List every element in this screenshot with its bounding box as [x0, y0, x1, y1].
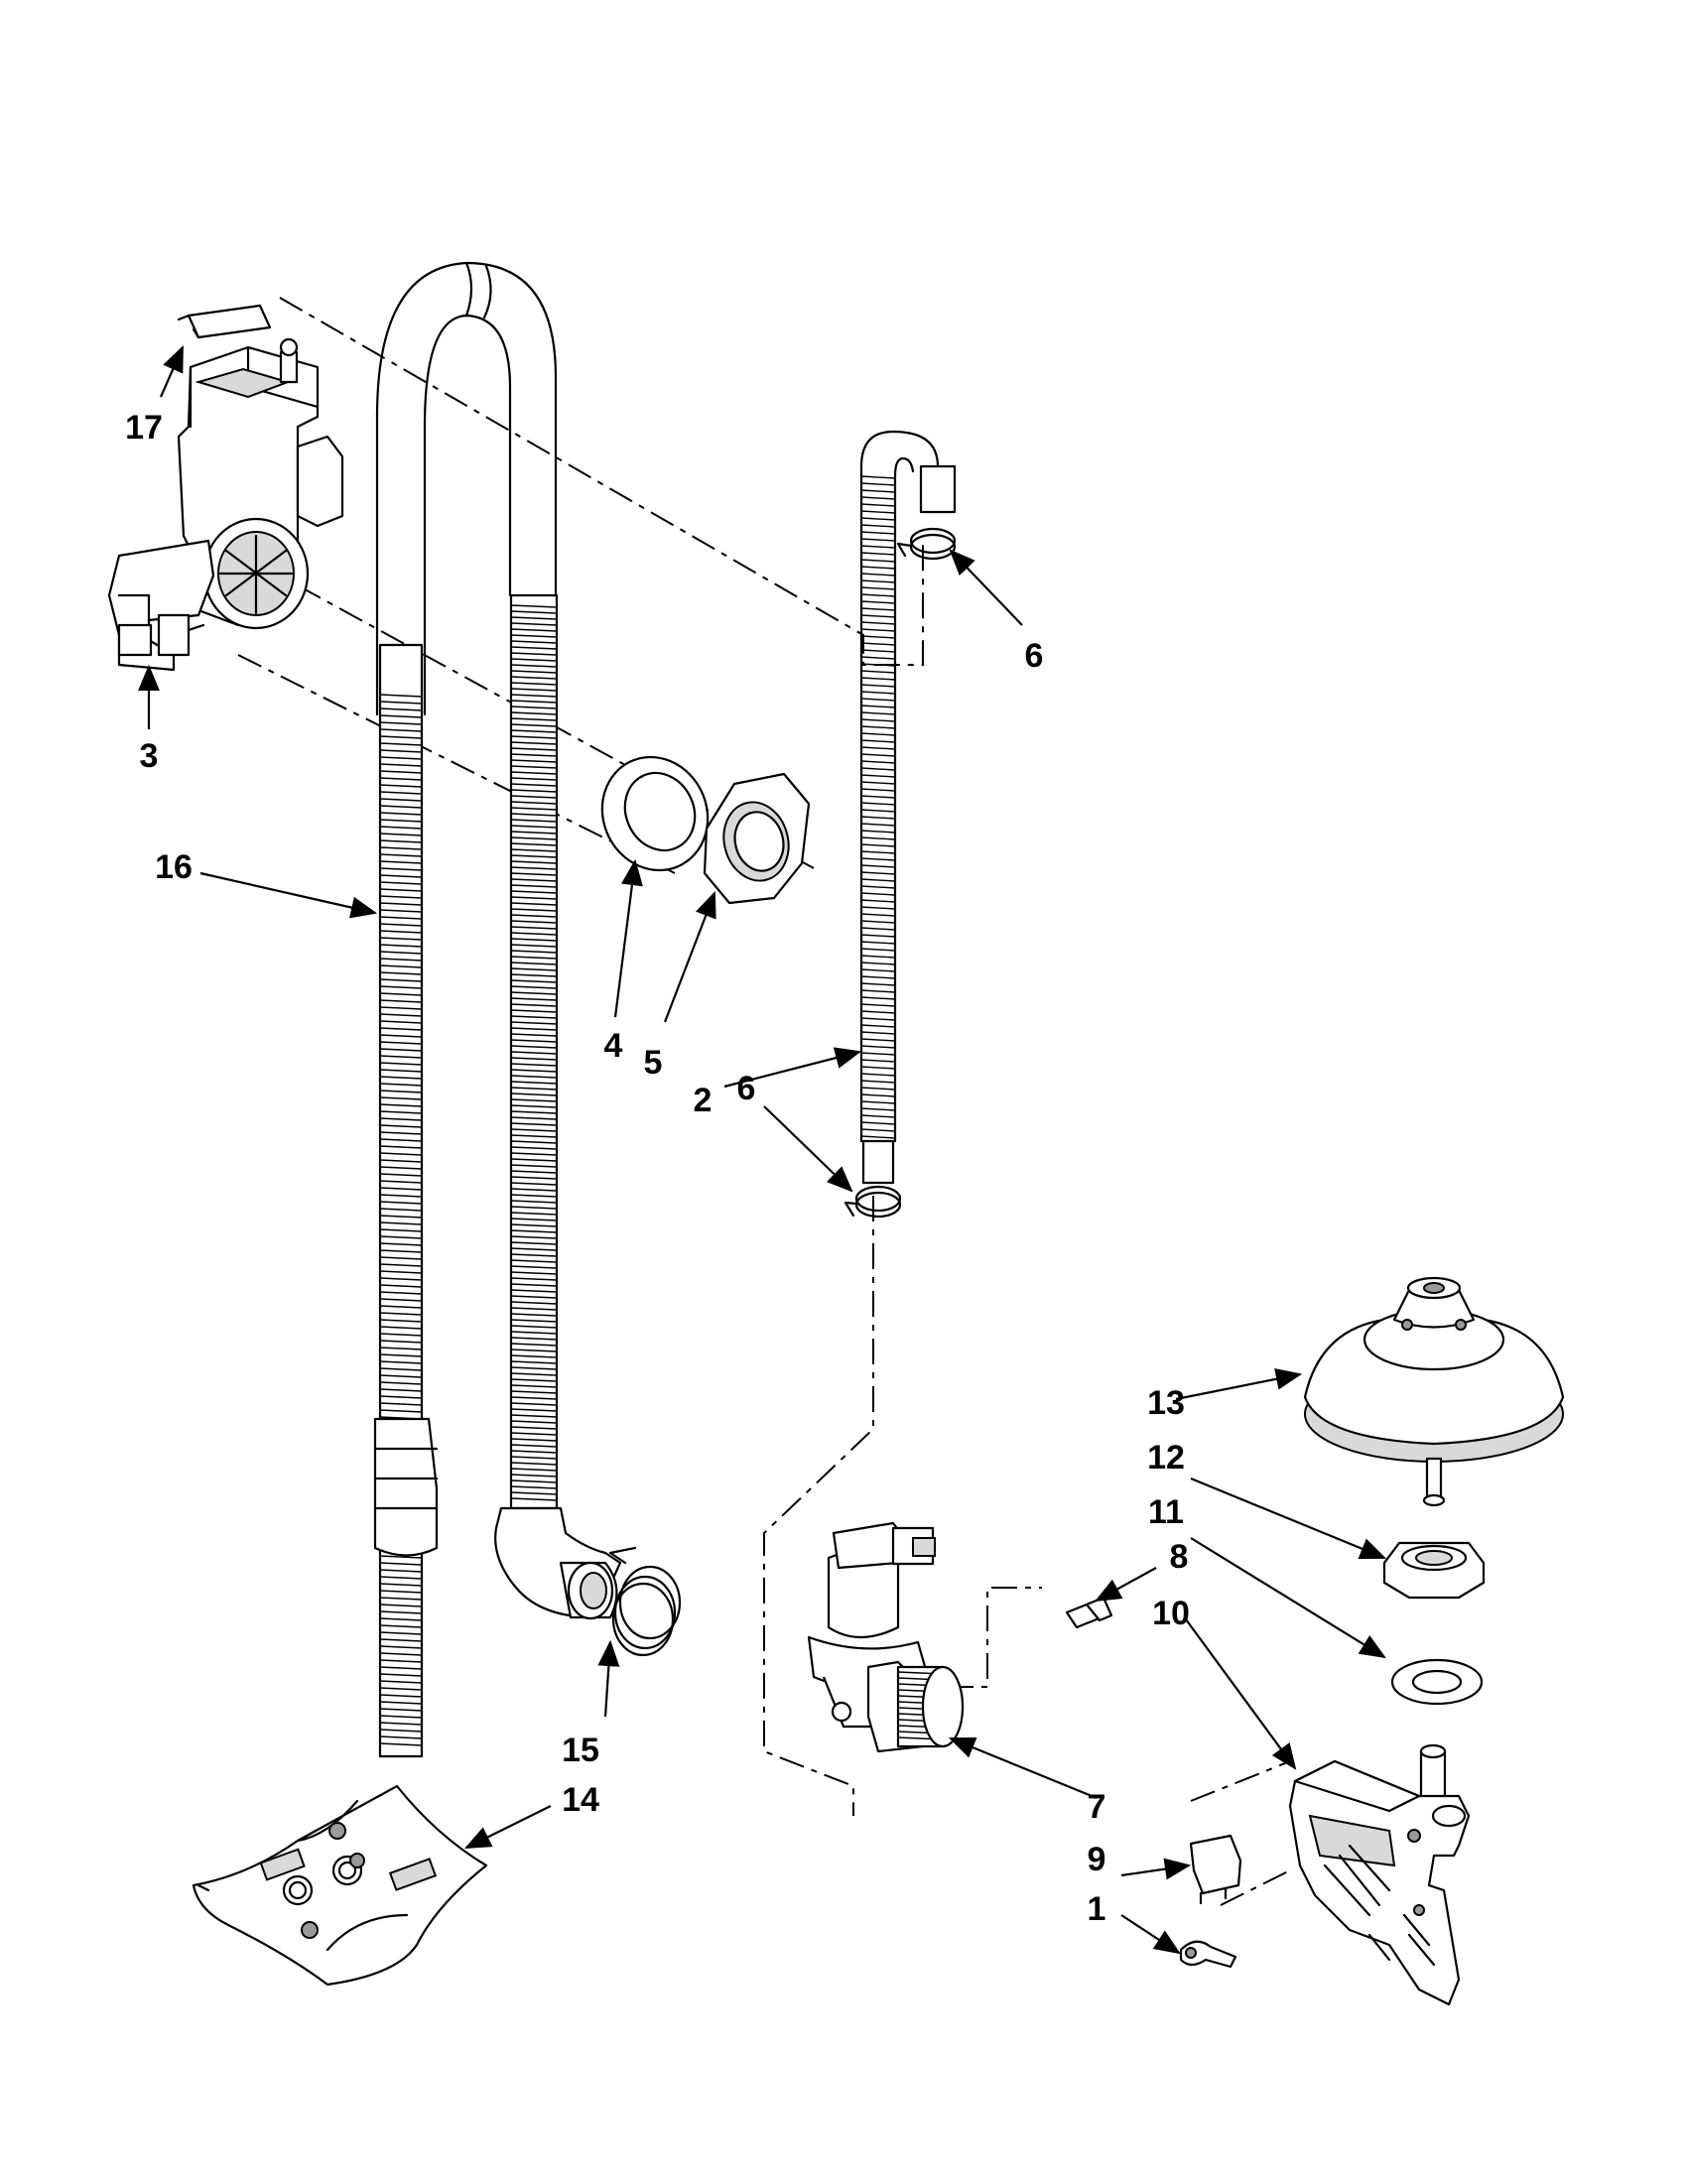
fill-hose-ribs: [860, 475, 896, 1139]
part-12-nut: [1382, 1541, 1486, 1600]
callout-16: 16: [155, 848, 193, 886]
callout-3: 3: [140, 737, 159, 775]
part-8-screw: [1065, 1596, 1113, 1629]
callout-8: 8: [1170, 1538, 1189, 1576]
callout-17: 17: [125, 409, 163, 447]
part-3-vent-housing: [107, 337, 344, 672]
part-9-switch: [1189, 1834, 1242, 1905]
part-6-clamp-bottom: [844, 1185, 902, 1219]
part-1-lever: [1179, 1940, 1237, 1969]
callout-14: 14: [562, 1781, 599, 1819]
callout-labels: 17 3 16 4 5 2 6 6 13 12 11 8 10 7 9 1 15…: [125, 409, 1190, 1928]
part-5-nut: [703, 772, 811, 905]
part-4-washer: [600, 755, 710, 872]
part-17-cover: [177, 304, 272, 339]
part-15-hose-clamp: [608, 1546, 682, 1657]
callout-9: 9: [1088, 1841, 1106, 1878]
part-2-fill-hose: [859, 430, 957, 1185]
callout-4: 4: [604, 1027, 623, 1065]
right-hose-ribs: [510, 604, 558, 1501]
part-10-float-switch-bracket: [1288, 1743, 1471, 2006]
callout-10: 10: [1152, 1595, 1190, 1632]
callout-1: 1: [1088, 1890, 1106, 1928]
callout-12: 12: [1147, 1439, 1185, 1477]
callout-6-upper: 6: [1025, 637, 1044, 675]
callout-2: 2: [694, 1082, 713, 1119]
leader-arrows: [138, 344, 1387, 1955]
callout-11: 11: [1148, 1493, 1184, 1531]
callout-6-lower: 6: [737, 1070, 756, 1107]
part-14-parts-bag: [192, 1784, 488, 1987]
callout-13: 13: [1147, 1384, 1185, 1422]
part-16-drain-hose: [373, 261, 622, 1758]
callout-7: 7: [1088, 1788, 1106, 1826]
callout-5: 5: [644, 1044, 663, 1082]
part-7-water-valve: [807, 1521, 965, 1753]
part-13-float: [1303, 1276, 1565, 1507]
part-11-washer: [1390, 1658, 1484, 1706]
callout-15: 15: [562, 1732, 599, 1769]
part-6-clamp-top: [896, 527, 957, 561]
